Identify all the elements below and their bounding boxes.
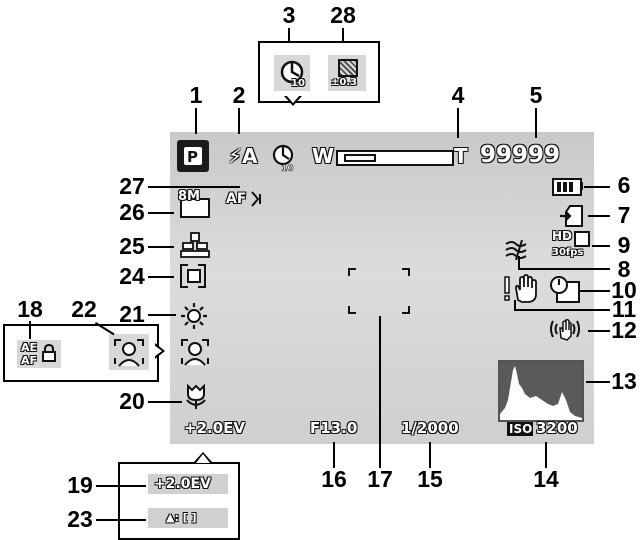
iso-value: 3200 — [536, 419, 578, 437]
label-5: 5 — [529, 82, 543, 108]
label-17: 17 — [367, 466, 393, 492]
label-19: 19 — [67, 472, 93, 498]
label-18: 18 — [17, 296, 43, 322]
label-20: 20 — [119, 388, 145, 414]
shots-remaining: 99999 — [480, 142, 561, 168]
anti-shake-icon — [548, 316, 582, 342]
white-balance-icon — [180, 302, 208, 330]
label-25: 25 — [119, 233, 145, 259]
zoom-tele-label: T — [454, 144, 468, 168]
histogram — [498, 360, 584, 422]
zoom-bar — [336, 150, 454, 166]
af-area-icon: AF — [226, 190, 266, 208]
shake-warning-icon — [502, 274, 542, 304]
flash-auto-icon: ⚡A — [228, 144, 258, 168]
label-4: 4 — [451, 82, 465, 108]
timer-seconds: 10 — [291, 78, 305, 89]
bracket-detail-icon: ±0.3 — [328, 55, 366, 91]
left-callout: AE AF — [3, 324, 159, 382]
label-21: 21 — [119, 301, 145, 327]
label-15: 15 — [417, 466, 443, 492]
label-11: 11 — [611, 296, 637, 322]
label-10: 10 — [611, 277, 637, 303]
label-8: 8 — [617, 256, 631, 282]
ev-detail: +2.0EV — [148, 474, 228, 494]
mode-p-icon: P — [177, 140, 209, 172]
focus-frame — [348, 268, 410, 314]
aperture-value: F13.0 — [310, 419, 358, 437]
ae-af-lock-icon: AE AF — [17, 340, 61, 368]
top-callout: 10 ±0.3 — [258, 41, 380, 103]
face-detect-icon — [180, 338, 210, 366]
date-imprint-icon — [550, 276, 580, 303]
label-7: 7 — [617, 202, 631, 228]
label-28: 28 — [330, 2, 356, 28]
ev-area-detail: ▲: [ ] — [148, 508, 228, 528]
label-14: 14 — [533, 466, 559, 492]
face-detect-detail-icon — [109, 334, 149, 370]
label-3: 3 — [282, 2, 296, 28]
label-9: 9 — [617, 232, 631, 258]
ev-value: +2.0EV — [184, 419, 245, 437]
memory-card-icon — [560, 204, 586, 228]
video-resolution-icon: HD 30fps — [552, 230, 592, 262]
lcd-screen: P ⚡A 10 W T 99999 HD 30fps — [170, 132, 594, 444]
label-23: 23 — [67, 506, 93, 532]
label-24: 24 — [119, 263, 145, 289]
bracket-value: ±0.3 — [331, 77, 358, 88]
metering-icon — [180, 264, 208, 288]
self-timer-icon: 10 — [271, 142, 297, 172]
quality-icon — [180, 232, 210, 258]
label-2: 2 — [232, 82, 246, 108]
resolution-icon: 8M — [178, 190, 212, 218]
label-1: 1 — [189, 82, 203, 108]
self-timer-detail-icon: 10 — [274, 55, 310, 91]
label-12: 12 — [611, 317, 637, 343]
battery-icon — [552, 178, 582, 196]
label-22: 22 — [71, 296, 97, 322]
label-13: 13 — [611, 368, 637, 394]
label-27: 27 — [119, 173, 145, 199]
macro-icon — [184, 384, 208, 410]
wind-cut-icon — [504, 238, 530, 262]
label-6: 6 — [617, 172, 631, 198]
shutter-value: 1/2000 — [401, 419, 459, 437]
bottom-callout: +2.0EV ▲: [ ] — [118, 462, 240, 540]
label-16: 16 — [321, 466, 347, 492]
svg-text:10: 10 — [281, 164, 294, 172]
zoom-wide-label: W — [312, 144, 335, 168]
iso-badge: ISO — [507, 422, 533, 436]
label-26: 26 — [119, 199, 145, 225]
